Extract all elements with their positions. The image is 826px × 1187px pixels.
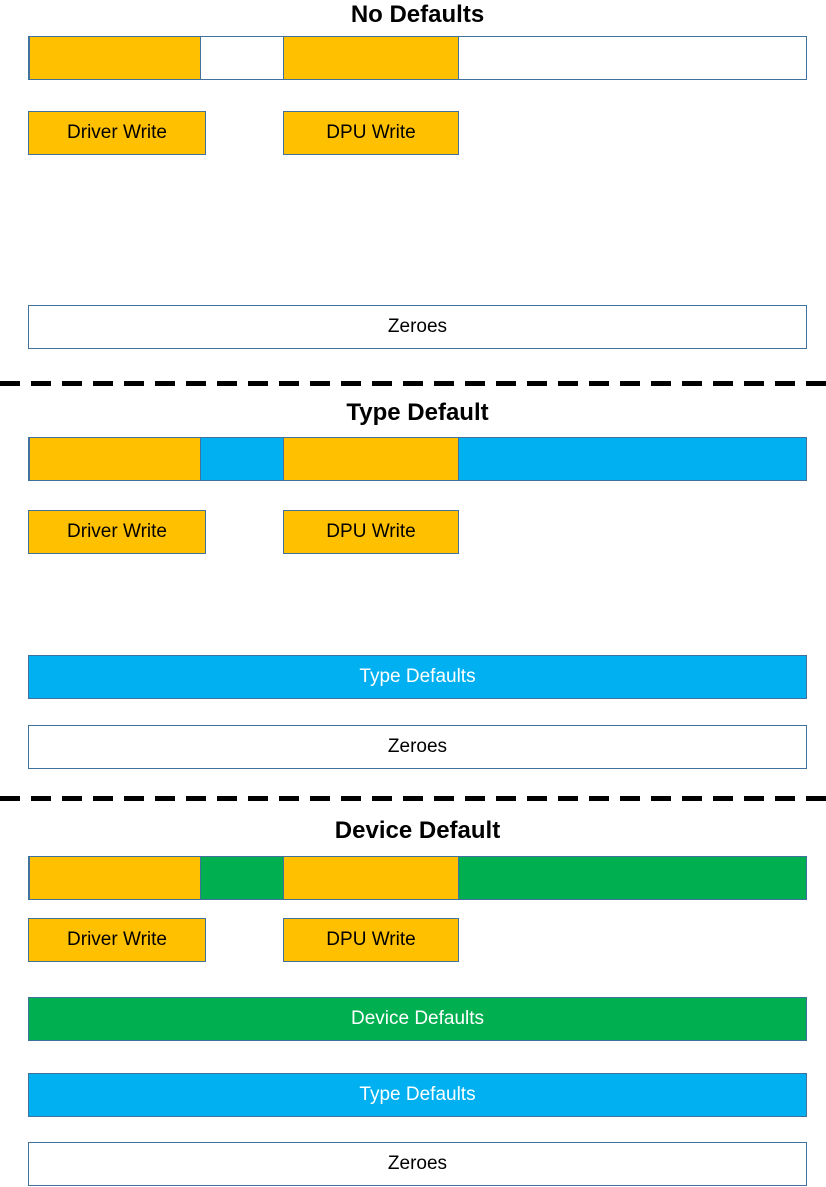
layer-bar-type-defaults: Type Defaults: [28, 1073, 807, 1117]
driver-write-segment: [29, 856, 201, 900]
layer-bar-zeroes: Zeroes: [28, 1142, 807, 1186]
driver-write-segment: [29, 437, 201, 481]
memory-bar-type-default: [28, 437, 807, 481]
section-title-device-default: Device Default: [334, 817, 501, 844]
layer-bar-zeroes: Zeroes: [28, 725, 807, 769]
layer-bar-device-defaults: Device Defaults: [28, 997, 807, 1041]
dpu-write-label-box: DPU Write: [283, 510, 459, 554]
driver-write-label-box: Driver Write: [28, 918, 206, 962]
dpu-write-label-box: DPU Write: [283, 918, 459, 962]
section-divider: [0, 796, 826, 801]
section-title-type-default: Type Default: [346, 399, 489, 426]
memory-bar-device-default: [28, 856, 807, 900]
dpu-write-label-box: DPU Write: [283, 111, 459, 155]
driver-write-label-box: Driver Write: [28, 111, 206, 155]
layer-bar-type-defaults: Type Defaults: [28, 655, 807, 699]
dpu-write-segment: [283, 856, 459, 900]
section-divider: [0, 381, 826, 386]
section-title-no-defaults: No Defaults: [350, 1, 485, 28]
memory-bar-no-defaults: [28, 36, 807, 80]
layer-bar-zeroes: Zeroes: [28, 305, 807, 349]
dpu-write-segment: [283, 437, 459, 481]
dpu-write-segment: [283, 36, 459, 80]
driver-write-label-box: Driver Write: [28, 510, 206, 554]
driver-write-segment: [29, 36, 201, 80]
